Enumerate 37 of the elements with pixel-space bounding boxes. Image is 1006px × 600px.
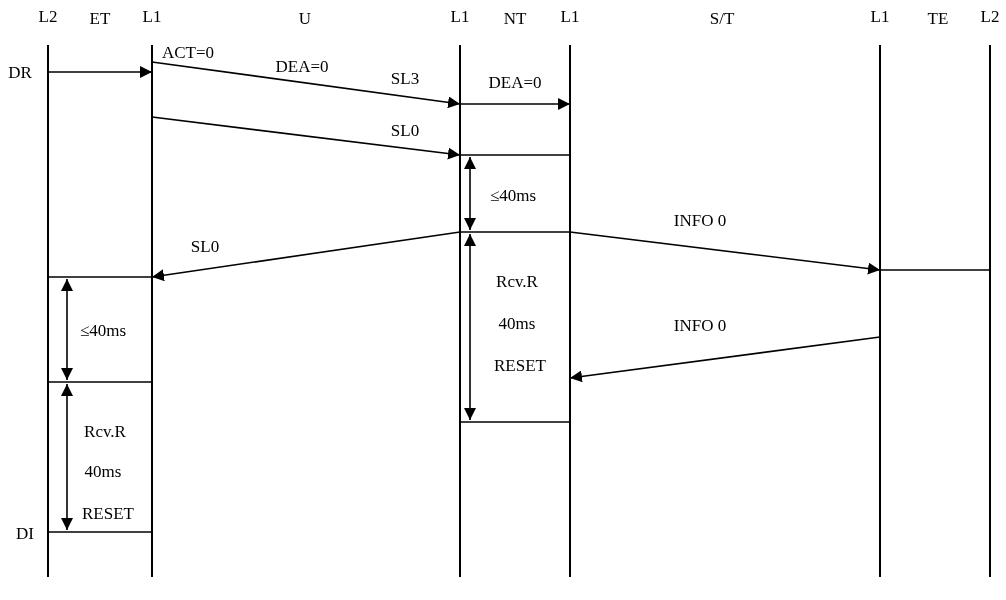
lifeline-label: L2	[38, 7, 58, 27]
message-arrow	[151, 61, 461, 109]
connector-line	[459, 421, 571, 423]
message-arrow	[151, 116, 461, 160]
signal-label: ≤40ms	[489, 186, 537, 204]
connector-line	[47, 381, 153, 383]
interface-label: TE	[927, 9, 949, 27]
signal-label: DI	[16, 524, 34, 542]
lifeline-label: L1	[870, 7, 890, 27]
signal-label: ACT=0	[161, 43, 215, 61]
signal-label: Rcv.R	[84, 422, 126, 440]
lifeline-label: L1	[560, 7, 580, 27]
interface-label: S/T	[709, 9, 735, 27]
message-arrow	[459, 98, 571, 110]
signal-label: 40ms	[84, 462, 122, 480]
signal-label: ≤40ms	[79, 321, 127, 339]
signal-label: 40ms	[498, 314, 536, 332]
signal-label: RESET	[82, 504, 134, 522]
signal-label: DR	[8, 63, 32, 81]
message-arrow	[569, 231, 881, 275]
interface-label: ET	[89, 9, 111, 27]
message-arrow	[47, 66, 153, 78]
signal-label: DEA=0	[275, 57, 329, 75]
connector-line	[47, 531, 153, 533]
lifeline-label: L1	[142, 7, 162, 27]
connector-line	[47, 276, 153, 278]
connector-line	[459, 154, 571, 156]
message-arrow	[151, 231, 461, 282]
interface-label: U	[298, 9, 312, 27]
interface-label: NT	[503, 9, 527, 27]
signal-label: Rcv.R	[496, 272, 538, 290]
connector-line	[459, 231, 571, 233]
lifeline-label: L2	[980, 7, 1000, 27]
message-arrow	[569, 336, 881, 383]
signal-label: RESET	[494, 356, 546, 374]
connector-line	[879, 269, 991, 271]
lifeline-label: L1	[450, 7, 470, 27]
